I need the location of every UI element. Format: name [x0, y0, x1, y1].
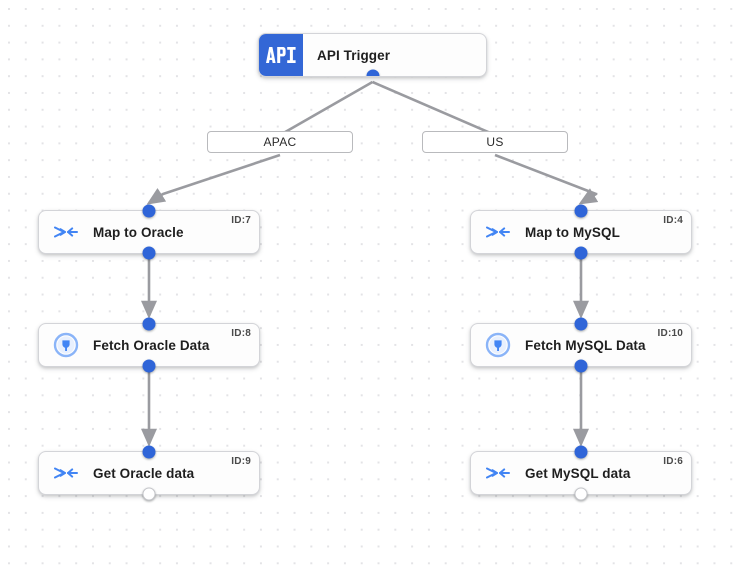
- edge-trigger-to-apac: [279, 80, 374, 137]
- edge-apac-to-map-oracle: [146, 153, 281, 205]
- node-label: Fetch Oracle Data: [93, 337, 210, 353]
- output-port[interactable]: [142, 359, 156, 373]
- node-label: Get MySQL data: [525, 465, 631, 481]
- merge-arrows-icon: [53, 460, 79, 486]
- input-port[interactable]: [142, 445, 156, 459]
- node-fetch-mysql-data[interactable]: Fetch MySQL Data ID:10: [470, 317, 692, 373]
- output-port[interactable]: [574, 487, 588, 501]
- node-id-tag: ID:8: [231, 328, 251, 339]
- node-get-mysql-data[interactable]: Get MySQL data ID:6: [470, 445, 692, 501]
- node-id-tag: ID:4: [663, 215, 683, 226]
- merge-arrows-icon: [53, 219, 79, 245]
- branch-label-apac[interactable]: APAC: [207, 131, 353, 153]
- output-port[interactable]: [142, 246, 156, 260]
- api-icon: [259, 34, 303, 76]
- database-connector-icon: [53, 332, 79, 358]
- input-port[interactable]: [142, 317, 156, 331]
- node-label: Fetch MySQL Data: [525, 337, 646, 353]
- node-label: Map to Oracle: [93, 224, 184, 240]
- node-map-to-mysql[interactable]: Map to MySQL ID:4: [470, 204, 692, 260]
- node-label: Get Oracle data: [93, 465, 195, 481]
- merge-arrows-icon: [485, 460, 511, 486]
- node-map-to-oracle[interactable]: Map to Oracle ID:7: [38, 204, 260, 260]
- edge-trigger-to-us: [371, 80, 496, 137]
- input-port[interactable]: [574, 204, 588, 218]
- node-id-tag: ID:9: [231, 456, 251, 467]
- output-port[interactable]: [574, 359, 588, 373]
- node-fetch-oracle-data[interactable]: Fetch Oracle Data ID:8: [38, 317, 260, 373]
- input-port[interactable]: [574, 445, 588, 459]
- output-port[interactable]: [142, 487, 156, 501]
- output-port[interactable]: [574, 246, 588, 260]
- database-connector-icon: [485, 332, 511, 358]
- edge-us-to-map-mysql: [494, 153, 599, 205]
- input-port[interactable]: [142, 204, 156, 218]
- node-id-tag: ID:7: [231, 215, 251, 226]
- node-label: API Trigger: [317, 47, 391, 63]
- node-id-tag: ID:6: [663, 456, 683, 467]
- branch-label-us[interactable]: US: [422, 131, 568, 153]
- branch-label-text: US: [486, 135, 504, 149]
- node-api-trigger[interactable]: API Trigger: [258, 33, 487, 77]
- branch-label-text: APAC: [263, 135, 297, 149]
- node-label: Map to MySQL: [525, 224, 620, 240]
- node-get-oracle-data[interactable]: Get Oracle data ID:9: [38, 445, 260, 501]
- merge-arrows-icon: [485, 219, 511, 245]
- output-port[interactable]: [366, 69, 379, 76]
- node-id-tag: ID:10: [657, 328, 683, 339]
- input-port[interactable]: [574, 317, 588, 331]
